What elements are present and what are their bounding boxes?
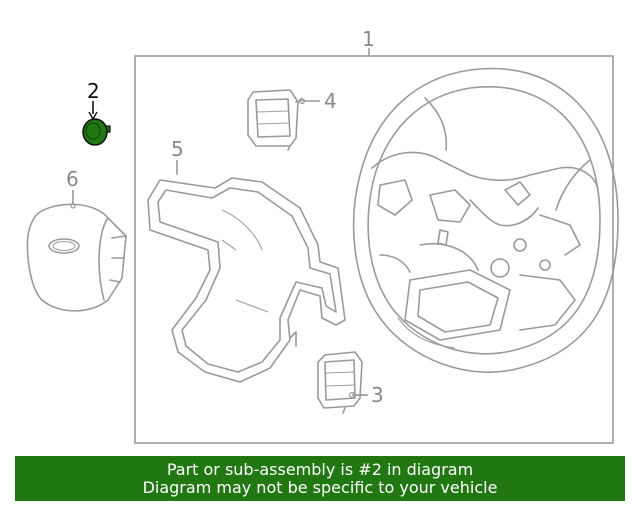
emblem-icon <box>48 238 80 254</box>
callout-1[interactable]: 1 <box>362 27 375 51</box>
callout-3[interactable]: 3 <box>371 383 384 407</box>
steering-wheel-bezel[interactable] <box>147 177 346 383</box>
steering-wheel[interactable] <box>352 67 619 373</box>
callout-2[interactable]: 2 <box>87 79 100 103</box>
screw-part-2[interactable] <box>82 118 111 146</box>
leader-dot-3 <box>348 391 356 399</box>
banner-line-disclaimer: Diagram may not be specific to your vehi… <box>142 478 498 497</box>
parts-diagram: 1 4 5 <box>26 27 619 444</box>
airbag-module[interactable] <box>26 203 127 312</box>
leader-dot-4 <box>298 97 306 105</box>
assembly-frame <box>134 55 614 444</box>
callout-5[interactable]: 5 <box>171 137 184 161</box>
banner-line-part: Part or sub-assembly is #2 in diagram <box>166 460 474 479</box>
callout-4[interactable]: 4 <box>324 89 337 113</box>
switch-assembly-lower[interactable] <box>317 351 366 414</box>
fitment-banner: Part or sub-assembly is #2 in diagram Di… <box>15 456 625 501</box>
callout-6[interactable]: 6 <box>66 167 79 191</box>
switch-assembly-upper[interactable] <box>247 89 303 151</box>
